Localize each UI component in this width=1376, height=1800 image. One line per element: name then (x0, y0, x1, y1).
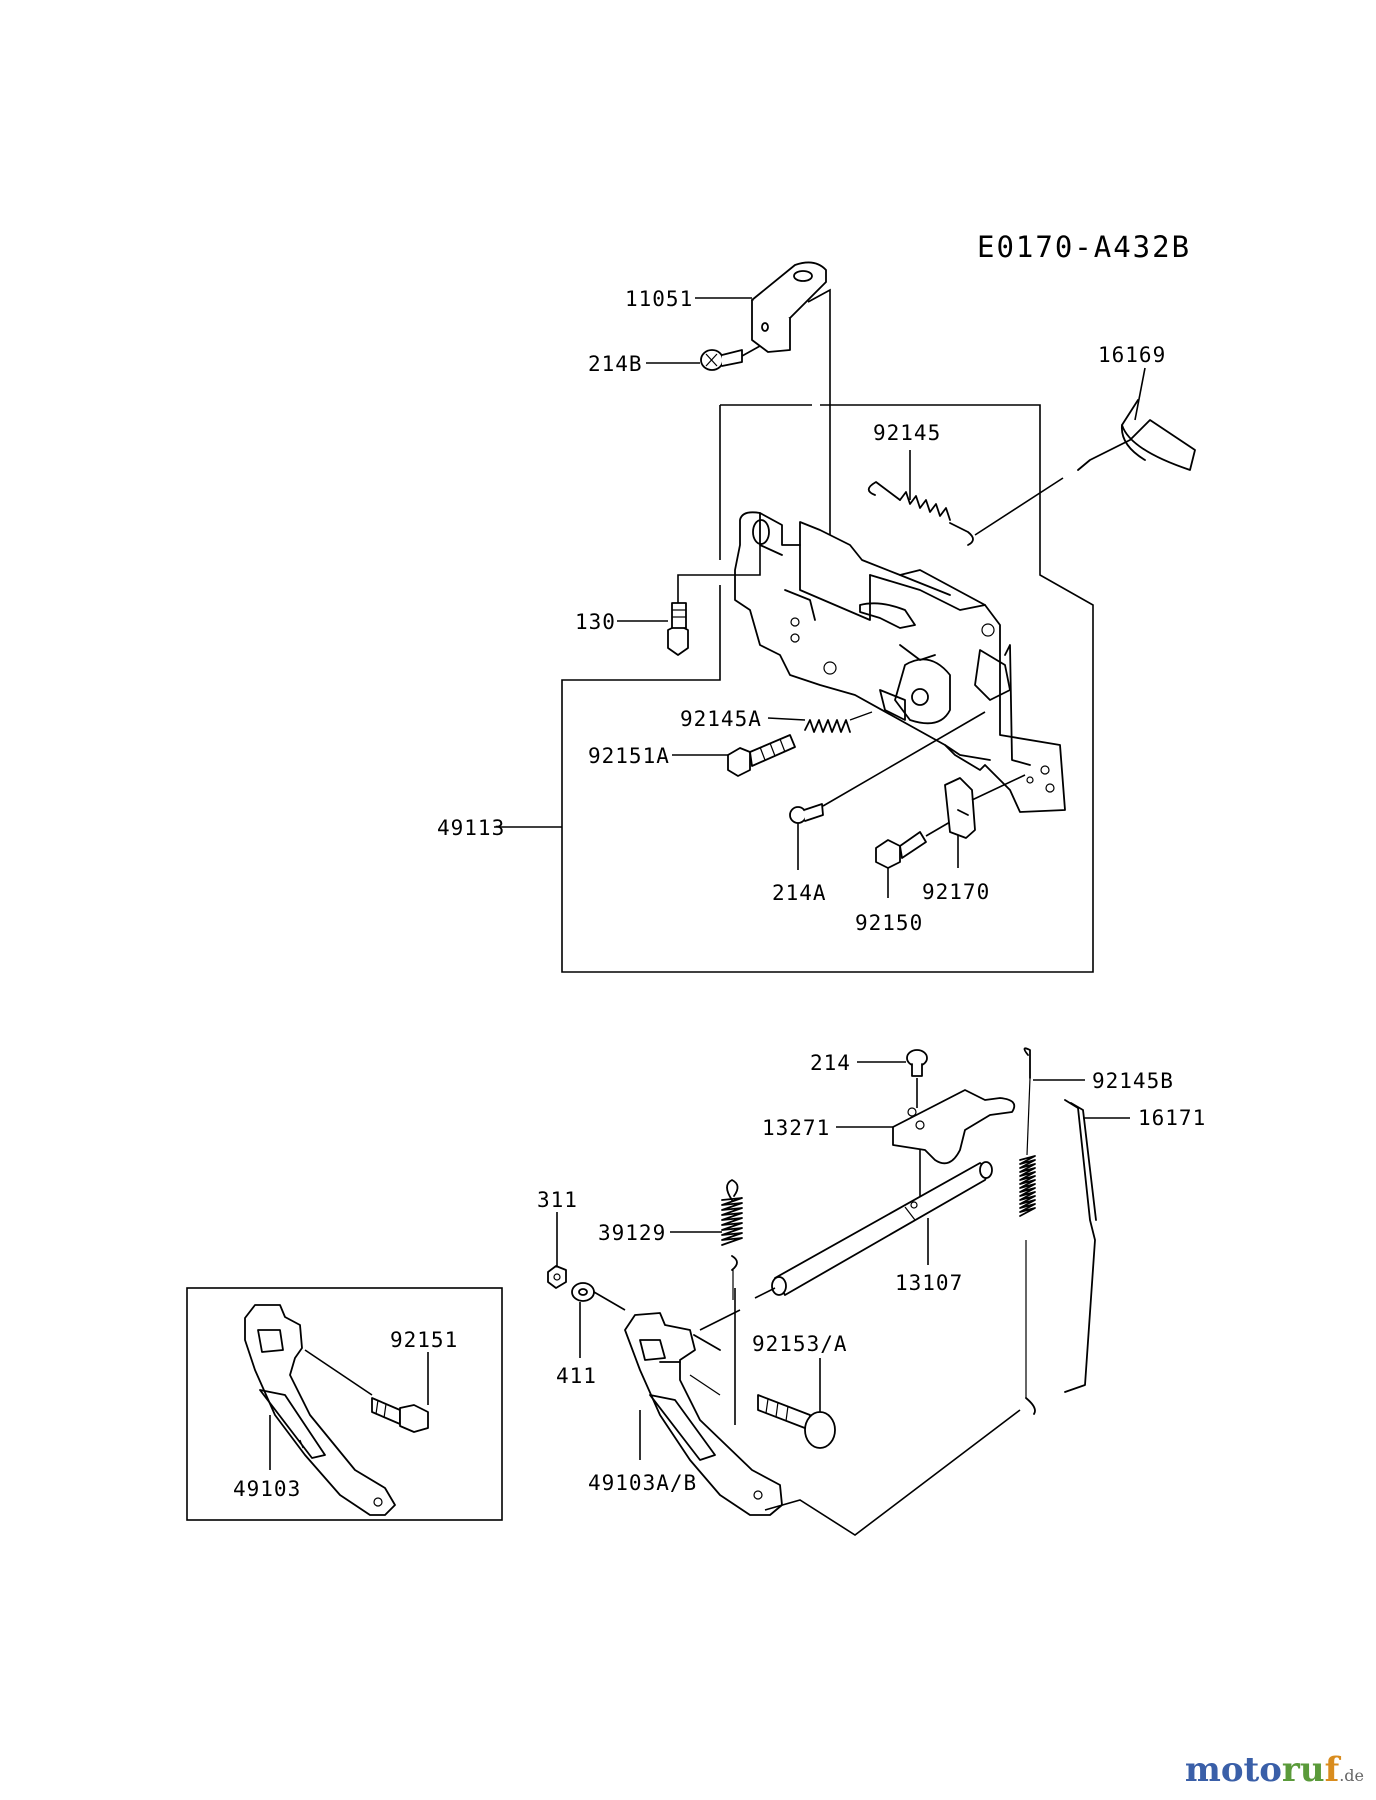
label-13107: 13107 (895, 1271, 963, 1295)
label-49113: 49113 (437, 816, 505, 840)
spring-92145 (867, 481, 974, 546)
label-214A: 214A (772, 881, 827, 905)
washer-411 (571, 1282, 595, 1302)
rod-16171 (1064, 1099, 1097, 1393)
screw-214B (700, 349, 743, 371)
link-16169 (1077, 399, 1196, 471)
control-plate-49113 (734, 511, 1066, 813)
leader-92170-b (971, 774, 1026, 801)
lever-49103AB (624, 1312, 783, 1516)
leader-92151-b (304, 1349, 373, 1396)
label-39129: 39129 (598, 1221, 666, 1245)
label-130: 130 (575, 610, 616, 634)
leader-92150-b (925, 821, 951, 837)
label-92145: 92145 (873, 421, 941, 445)
label-92170: 92170 (922, 880, 990, 904)
leader-16169 (1134, 367, 1146, 421)
shaft-13107 (771, 1161, 993, 1296)
bolt-92151A (727, 734, 796, 777)
plate-13271 (892, 1089, 1016, 1165)
lever-49103 (244, 1304, 396, 1516)
label-92151: 92151 (390, 1328, 458, 1352)
label-214B: 214B (588, 352, 643, 376)
bolt-92151 (371, 1397, 429, 1433)
label-16169: 16169 (1098, 343, 1166, 367)
watermark-logo: motoruf.de (1184, 1750, 1364, 1790)
label-11051: 11051 (625, 287, 693, 311)
bolt-92153A (757, 1394, 836, 1449)
leader-13107-b (754, 1287, 776, 1299)
leader-49103AB-c (699, 1309, 741, 1331)
leader-214B-b (741, 345, 761, 357)
label-92145A: 92145A (680, 707, 762, 731)
bracket-11051 (751, 261, 827, 353)
label-214: 214 (810, 1051, 851, 1075)
leader-411-b (593, 1291, 626, 1311)
spring-39129 (721, 1179, 743, 1300)
group-outline-49113 (561, 404, 1094, 973)
label-92145B: 92145B (1092, 1069, 1174, 1093)
screw-214 (906, 1049, 928, 1077)
nut-311 (547, 1265, 567, 1289)
leader-16169-b (974, 477, 1064, 536)
label-13271: 13271 (762, 1116, 830, 1140)
bolt-130 (667, 602, 689, 656)
leader-214A-b (822, 711, 986, 807)
spring-92145B (1019, 1047, 1036, 1415)
label-311: 311 (537, 1188, 578, 1212)
leader-92145A (767, 717, 806, 721)
clamp-92170 (944, 777, 976, 839)
label-92153A: 92153/A (752, 1332, 848, 1356)
label-49103AB: 49103A/B (588, 1471, 697, 1495)
label-411: 411 (556, 1364, 597, 1388)
label-49103: 49103 (233, 1477, 301, 1501)
label-92151A: 92151A (588, 744, 670, 768)
inset-box (186, 1287, 503, 1521)
leader-130-b (677, 545, 761, 603)
diagram-id: E0170-A432B (977, 230, 1191, 264)
label-92150: 92150 (855, 911, 923, 935)
leader-11051-b (807, 288, 831, 560)
spring-92145A (804, 711, 873, 733)
screw-214A (789, 803, 824, 824)
label-16171: 16171 (1138, 1106, 1206, 1130)
bolt-92150 (875, 831, 927, 869)
leader-49103AB-b (764, 1409, 1021, 1536)
